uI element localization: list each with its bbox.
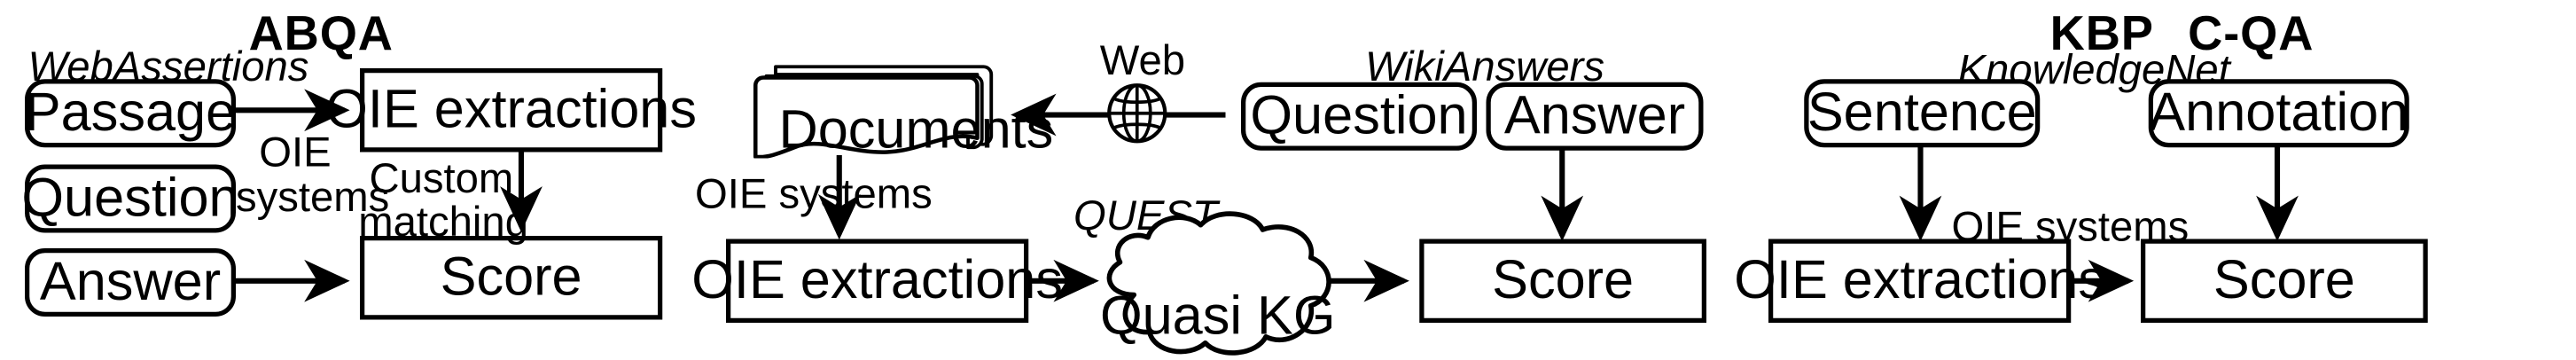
- node-score-kbp[interactable]: Score: [2141, 239, 2428, 323]
- node-score-cqa[interactable]: Score: [1419, 239, 1706, 323]
- edge-label-oie-systems-cqa: OIE systems: [695, 170, 933, 217]
- diagram-scale-wrapper: ABQA WebAssertions Passage Question Answ…: [21, 6, 2428, 360]
- section-title-kbp: KBP: [2049, 6, 2154, 61]
- edge-label-custom-matching-line1: Custom: [369, 155, 514, 202]
- node-documents-label: Documents: [778, 99, 1054, 160]
- node-quasi-kg[interactable]: Quasi KG: [1086, 205, 1350, 360]
- section-title-cqa: C-QA: [2188, 6, 2314, 61]
- edge-label-oie-systems-abqa-line1: OIE: [259, 129, 332, 176]
- node-question-cqa[interactable]: Question: [1241, 82, 1477, 151]
- section-title-abqa: ABQA: [248, 6, 394, 61]
- node-score-abqa[interactable]: Score: [360, 236, 663, 320]
- node-quasi-kg-label: Quasi KG: [1099, 286, 1336, 347]
- node-answer-abqa[interactable]: Answer: [25, 248, 236, 317]
- node-oie-extractions-kbp[interactable]: OIE extractions: [1734, 239, 2105, 323]
- edge-label-custom-matching-line2: matching: [358, 199, 528, 246]
- node-documents-stack[interactable]: Documents: [751, 59, 1053, 160]
- node-answer-cqa[interactable]: Answer: [1486, 82, 1704, 151]
- node-oie-extractions-abqa[interactable]: OIE extractions: [325, 68, 697, 153]
- dataset-label-wikianswers: WikiAnswers: [1365, 43, 1604, 90]
- node-sentence-kbp[interactable]: Sentence: [1804, 79, 2041, 148]
- node-question-abqa[interactable]: Question: [21, 164, 239, 233]
- node-oie-extractions-cqa[interactable]: OIE extractions: [691, 239, 1063, 323]
- node-passage-abqa[interactable]: Passage: [25, 79, 236, 148]
- edge-label-oie-systems-abqa-line2: systems: [236, 174, 390, 221]
- globe-icon: [1105, 81, 1170, 146]
- node-annotation-kbp[interactable]: Annotation: [2148, 79, 2409, 148]
- web-label: Web: [1099, 37, 1186, 84]
